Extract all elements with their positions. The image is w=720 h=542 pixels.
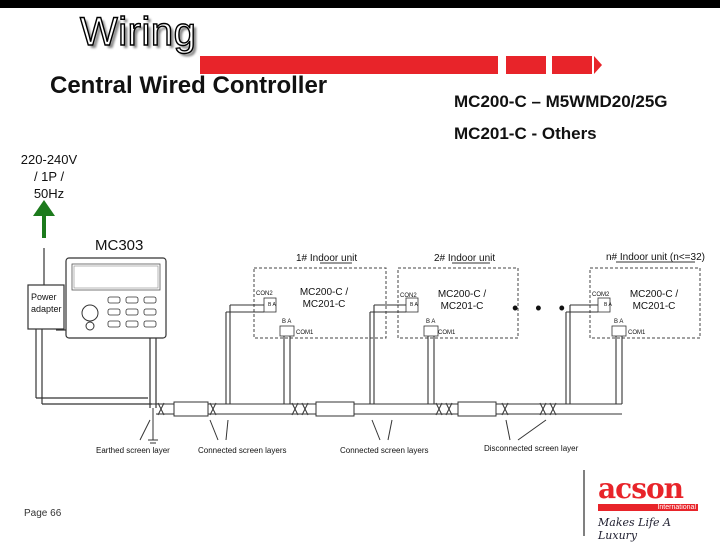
slide-title: Wiring [79,9,197,54]
module-label-n: MC201-C [633,301,676,312]
acson-logo: acson International Makes Life A Luxury [598,475,698,542]
port-label: COM1 [628,330,646,336]
terminal-label: B A [426,319,435,325]
port-label: CON2 [400,293,417,299]
module-label-1: MC201-C [303,299,346,310]
power-phase: / 1P / [33,169,65,184]
module-label-2: MC201-C [441,301,484,312]
logo-tagline: Makes Life A Luxury [598,516,671,542]
screen-label-disconnected: Disconnected screen layer [484,444,579,453]
terminal-label: B A [410,302,418,308]
header-red-bar [200,56,498,74]
slide-subtitle: Central Wired Controller [50,72,328,99]
logo-subtext: International [598,504,698,511]
terminal-label: B A [268,302,276,308]
header-arrow-icon [594,56,602,74]
arrow-up-icon [33,200,55,238]
header-red-segment [506,56,546,74]
power-frequency: 50Hz [33,186,65,201]
module-label-n: MC200-C / [630,289,679,300]
power-supply-label: 220-240V / 1P / 50Hz [14,151,84,202]
terminal-label: B A [282,319,291,325]
terminal-label: B A [604,302,612,308]
port-label: COM2 [592,292,610,298]
model-line-2: MC201-C - Others [454,124,597,143]
port-label: COM1 [438,330,456,336]
top-bar [0,0,720,8]
power-adapter-label: adapter [31,304,62,314]
screen-label-connected-2: Connected screen layers [340,446,429,455]
indoor-unit-2-label: 2# Indoor unit [434,253,495,264]
wired-controller [65,257,167,339]
screen-label-connected-1: Connected screen layers [198,446,287,455]
header-red-segment [552,56,592,74]
module-label-1: MC200-C / [300,287,349,298]
indoor-unit-1-label: 1# Indoor unit [296,253,357,264]
power-voltage: 220-240V [20,152,78,167]
module-label-2: MC200-C / [438,289,487,300]
units-ellipsis: • • • [512,298,571,318]
port-label: CON2 [256,291,273,297]
model-line-1: MC200-C – M5WMD20/25G [454,92,668,111]
power-adapter: Power adapter [27,284,65,330]
controller-model: MC303 [95,237,143,254]
logo-brand: acson [598,472,684,505]
power-adapter-label: Power [31,292,57,302]
terminal-label: B A [614,319,623,325]
indoor-unit-n-label: n# Indoor unit (n<=32) [606,252,705,263]
page-number: Page 66 [24,508,62,519]
screen-label-earthed: Earthed screen layer [96,446,170,455]
port-label: COM1 [296,330,314,336]
